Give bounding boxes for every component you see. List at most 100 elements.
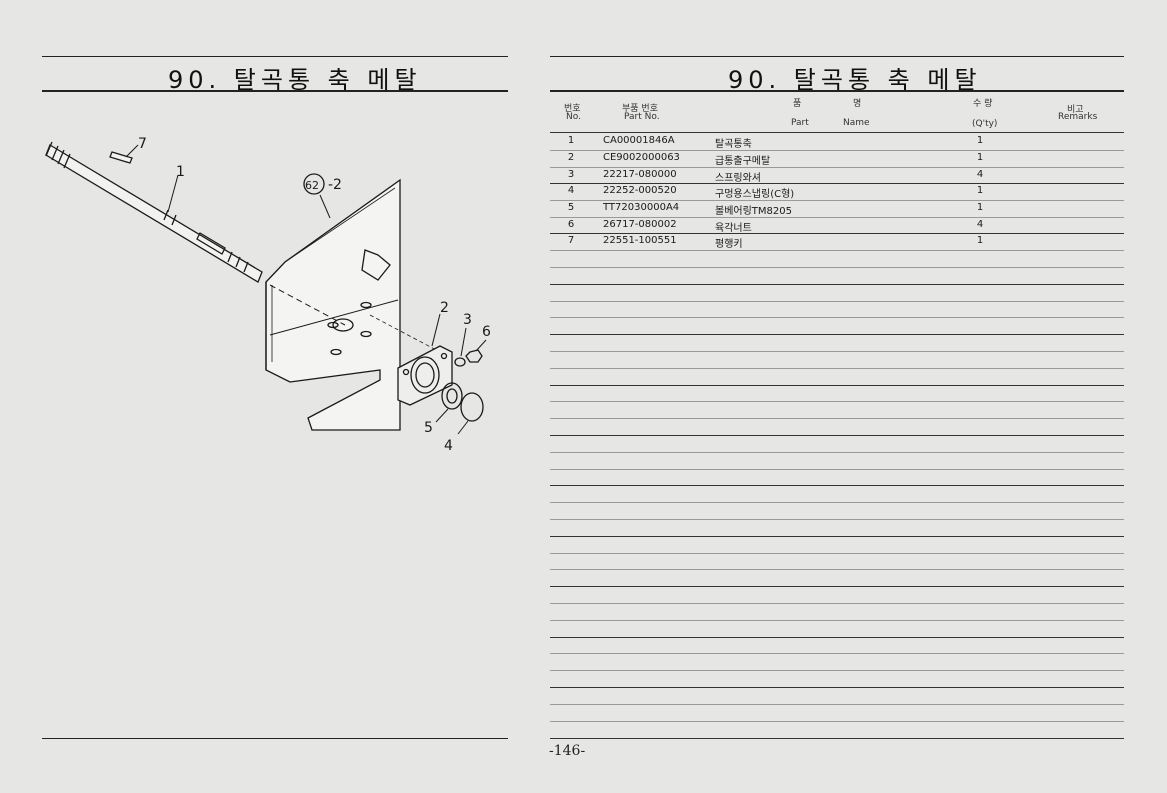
thresher-housing bbox=[265, 178, 401, 431]
cell-part-name: 볼베어링TM8205 bbox=[715, 206, 792, 217]
table-header-rule bbox=[550, 132, 1124, 133]
callout-4: 4 bbox=[444, 438, 453, 454]
cell-part-name: 육각너트 bbox=[715, 223, 752, 234]
left-page-bottom-rule bbox=[42, 738, 508, 739]
row-divider bbox=[550, 435, 1124, 436]
row-divider bbox=[550, 653, 1124, 655]
row-divider bbox=[550, 351, 1124, 352]
row-divider bbox=[550, 334, 1124, 336]
header-part-ko: 부품 번호 bbox=[622, 104, 658, 114]
row-divider bbox=[550, 703, 1124, 705]
table-row: 5 TT72030000A4 볼베어링TM8205 1 bbox=[545, 201, 1125, 217]
hex-nut-part-6 bbox=[465, 349, 483, 363]
flange-metal-part-2 bbox=[397, 345, 453, 406]
row-divider bbox=[550, 603, 1124, 604]
exploded-parts-diagram: 7 1 62 -2 bbox=[45, 136, 491, 454]
ball-bearing-part-5 bbox=[441, 382, 463, 410]
right-page: 90. 탈곡통 축 메탈 번호 No. 부품 번호 Part No. 품 명 P… bbox=[545, 0, 1167, 793]
callout-6: 6 bbox=[482, 324, 491, 340]
row-divider bbox=[550, 519, 1124, 520]
row-divider bbox=[550, 485, 1124, 487]
row-divider bbox=[550, 552, 1124, 554]
header-remarks-ko: 비고 bbox=[1067, 105, 1084, 115]
table-row: 7 22551-100551 평행키 1 bbox=[545, 234, 1125, 250]
cell-no: 6 bbox=[567, 219, 575, 230]
callout-5: 5 bbox=[424, 420, 433, 436]
callout-7: 7 bbox=[138, 136, 147, 152]
cell-qty: 1 bbox=[976, 152, 984, 163]
row-divider bbox=[550, 636, 1124, 638]
header-name-en-2: Name bbox=[843, 118, 870, 128]
row-divider bbox=[550, 401, 1124, 403]
cell-part-no: 22217-080000 bbox=[603, 169, 677, 180]
row-divider bbox=[550, 200, 1124, 201]
cell-qty: 4 bbox=[976, 219, 984, 230]
cell-no: 7 bbox=[567, 235, 575, 246]
cell-part-name: 구멍용스냅링(C형) bbox=[715, 189, 795, 200]
table-row: 4 22252-000520 구멍용스냅링(C형) 1 bbox=[545, 184, 1125, 200]
row-divider bbox=[550, 183, 1124, 184]
title-bottom-rule bbox=[42, 90, 508, 92]
callout-2: 2 bbox=[440, 300, 449, 316]
row-divider bbox=[550, 619, 1124, 621]
row-divider bbox=[550, 167, 1124, 168]
callout-3: 3 bbox=[463, 312, 472, 328]
snap-ring-part-4 bbox=[460, 392, 484, 422]
cell-qty: 1 bbox=[976, 202, 984, 213]
cell-part-no: 22551-100551 bbox=[603, 235, 677, 246]
cell-qty: 1 bbox=[976, 235, 984, 246]
cell-part-no: CE9002000063 bbox=[603, 152, 680, 163]
cell-part-no: TT72030000A4 bbox=[603, 202, 680, 213]
table-row: 2 CE9002000063 급통출구메탈 1 bbox=[545, 151, 1125, 167]
cell-no: 2 bbox=[567, 152, 575, 163]
row-divider bbox=[550, 720, 1124, 722]
cell-qty: 1 bbox=[976, 185, 984, 196]
right-page-title: 90. 탈곡통 축 메탈 bbox=[728, 66, 982, 94]
row-divider bbox=[550, 283, 1124, 285]
cell-part-no: CA00001846A bbox=[603, 135, 675, 146]
right-title-bottom-rule bbox=[550, 90, 1124, 92]
cell-no: 4 bbox=[567, 185, 575, 196]
callout-1: 1 bbox=[176, 164, 185, 180]
cell-qty: 4 bbox=[976, 169, 984, 180]
cell-no: 3 bbox=[567, 169, 575, 180]
row-divider bbox=[550, 687, 1124, 688]
header-qty-ko: 수 량 bbox=[973, 99, 993, 109]
header-name-en-1: Part bbox=[791, 118, 809, 128]
row-divider bbox=[550, 418, 1124, 420]
row-divider bbox=[550, 267, 1124, 268]
callout-dash-2: -2 bbox=[328, 177, 342, 193]
row-divider bbox=[550, 670, 1124, 672]
row-divider bbox=[550, 300, 1124, 302]
table-row: 1 CA00001846A 탈곡통축 1 bbox=[545, 134, 1125, 150]
header-remarks-en: Remarks bbox=[1058, 112, 1098, 122]
header-name-ko-2: 명 bbox=[853, 99, 862, 109]
title-top-rule bbox=[42, 56, 508, 57]
row-divider bbox=[550, 535, 1124, 537]
cell-part-name: 평행키 bbox=[715, 239, 743, 250]
left-page: 90. 탈곡통 축 메탈 7 1 bbox=[0, 0, 545, 793]
cell-part-name: 스프링와셔 bbox=[715, 173, 761, 184]
cell-qty: 1 bbox=[976, 135, 984, 146]
page-number: -146- bbox=[549, 743, 586, 759]
header-name-ko-1: 품 bbox=[793, 99, 802, 109]
right-page-bottom-rule bbox=[550, 738, 1124, 739]
callout-62: 62 bbox=[305, 179, 319, 192]
row-divider bbox=[550, 250, 1124, 251]
row-divider bbox=[550, 451, 1124, 453]
header-no-ko: 번호 bbox=[564, 104, 581, 114]
cell-part-name: 급통출구메탈 bbox=[715, 156, 771, 167]
row-divider bbox=[550, 367, 1124, 369]
row-divider bbox=[550, 217, 1124, 218]
cell-part-name: 탈곡통축 bbox=[715, 139, 752, 150]
cell-no: 5 bbox=[567, 202, 575, 213]
row-divider bbox=[550, 586, 1124, 588]
row-divider bbox=[550, 468, 1124, 470]
row-divider bbox=[550, 502, 1124, 504]
row-divider bbox=[550, 150, 1124, 151]
row-divider bbox=[550, 384, 1124, 386]
left-page-title: 90. 탈곡통 축 메탈 bbox=[168, 66, 422, 94]
cell-part-no: 22252-000520 bbox=[603, 185, 677, 196]
table-row: 6 26717-080002 육각너트 4 bbox=[545, 218, 1125, 234]
header-part-en: Part No. bbox=[624, 112, 660, 122]
